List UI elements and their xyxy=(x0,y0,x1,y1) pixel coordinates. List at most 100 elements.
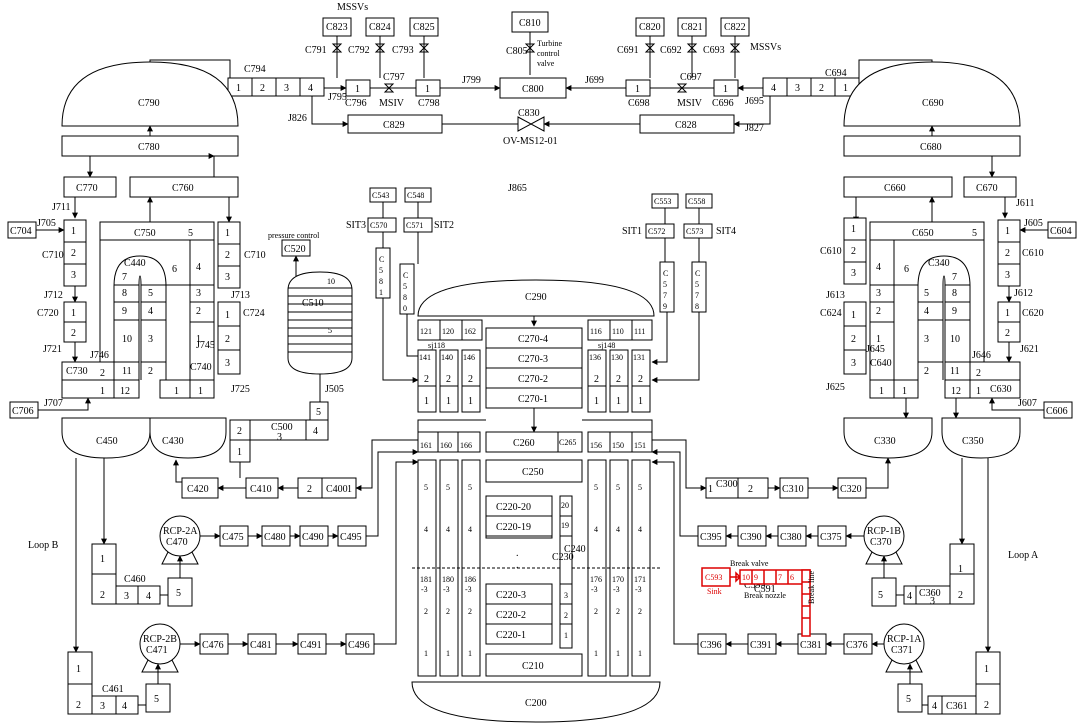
label-1-6: 1 xyxy=(723,84,728,95)
label-1-9: 1 xyxy=(196,334,201,345)
label-1-19: 1 xyxy=(379,288,383,297)
label-5-12: 5 xyxy=(446,483,450,492)
label-7-4: 7 xyxy=(952,272,957,283)
label-c320: C320 xyxy=(840,484,862,495)
label-sit2: SIT2 xyxy=(434,220,454,231)
label-4-9: 4 xyxy=(446,525,450,534)
label-1-31: 1 xyxy=(638,649,642,658)
label-8: 8 xyxy=(122,288,127,299)
label-c724: C724 xyxy=(243,308,265,319)
label-c805: C805 xyxy=(506,46,528,57)
label-j799: J799 xyxy=(462,75,481,86)
label-5-15: 5 xyxy=(616,483,620,492)
label-c461: C461 xyxy=(102,684,124,695)
label-1-34: 1 xyxy=(851,310,856,321)
label-c270-3: C270-3 xyxy=(518,354,548,365)
label-c220-1: C220-1 xyxy=(496,630,526,641)
label-j613: J613 xyxy=(826,290,845,301)
node-31 xyxy=(975,651,1001,715)
label-5-10: 5 xyxy=(695,280,699,289)
node-12 xyxy=(439,349,459,413)
label-c491: C491 xyxy=(300,640,322,651)
label-c330: C330 xyxy=(874,436,896,447)
label-c220-2: C220-2 xyxy=(496,610,526,621)
node-16 xyxy=(631,349,651,413)
label-8-5: 8 xyxy=(952,288,957,299)
label-6: 6 xyxy=(172,264,177,275)
label-c822: C822 xyxy=(724,22,746,33)
label-2-30: 2 xyxy=(876,306,881,317)
label-1-21: 1 xyxy=(446,396,451,407)
label-c475: C475 xyxy=(222,532,244,543)
label-c548: C548 xyxy=(407,191,424,200)
label-c824: C824 xyxy=(369,22,391,33)
label-5-19: 5 xyxy=(878,590,883,601)
label-c553: C553 xyxy=(654,197,671,206)
node-9 xyxy=(417,319,483,341)
label-171: 171 xyxy=(634,575,646,584)
label-1-33: 1 xyxy=(851,224,856,235)
label-c825: C825 xyxy=(413,22,435,33)
label-mssvs-left: MSSVs xyxy=(337,2,368,13)
node-c680 xyxy=(843,135,1021,157)
label-c690: C690 xyxy=(922,98,944,109)
label-1-28: 1 xyxy=(468,649,472,658)
node-c624 xyxy=(843,301,867,375)
label-180: 180 xyxy=(442,575,454,584)
label-1-11: 1 xyxy=(225,310,230,321)
label-5-8: 5 xyxy=(403,282,407,291)
node-c350 xyxy=(941,417,1021,459)
label-c270-1: C270-1 xyxy=(518,394,548,405)
label-136: 136 xyxy=(589,353,601,362)
label-c692: C692 xyxy=(660,45,682,56)
label-c780: C780 xyxy=(138,142,160,153)
label-2-20: 2 xyxy=(424,607,428,616)
label-c-2: C xyxy=(403,271,408,280)
label-5-3: 5 xyxy=(328,326,332,335)
label-c450: C450 xyxy=(96,436,118,447)
label-c395: C395 xyxy=(700,532,722,543)
label-3: -3 xyxy=(421,585,428,594)
label-1-7: 1 xyxy=(71,226,76,237)
label-2-7: 2 xyxy=(225,250,230,261)
label-3-7: 3 xyxy=(225,272,230,283)
label-c400: C400 xyxy=(326,484,348,495)
label-j795: J795 xyxy=(328,92,347,103)
label-c791: C791 xyxy=(305,45,327,56)
label-c340: C340 xyxy=(928,258,950,269)
label-c630: C630 xyxy=(990,384,1012,395)
node-15 xyxy=(609,349,629,413)
label-1-5: 1 xyxy=(635,84,640,95)
label-turbine-valve-3: valve xyxy=(537,59,555,68)
label-break-valve: Break valve xyxy=(730,559,769,568)
label-c823: C823 xyxy=(326,22,348,33)
label-8-3: 8 xyxy=(403,293,407,302)
label-1-10: 1 xyxy=(225,228,230,239)
label-c740: C740 xyxy=(190,362,212,373)
label-5-5: 5 xyxy=(176,588,181,599)
label-c496: C496 xyxy=(348,640,370,651)
label-1: 1 xyxy=(236,83,241,94)
label-j625: J625 xyxy=(826,382,845,393)
label-186: 186 xyxy=(464,575,476,584)
label-c270-2: C270-2 xyxy=(518,374,548,385)
label-c490: C490 xyxy=(302,532,324,543)
label-c420: C420 xyxy=(187,484,209,495)
label-c460: C460 xyxy=(124,574,146,585)
node-c500 xyxy=(229,419,329,441)
node-c690 xyxy=(843,61,1021,127)
node-17 xyxy=(417,431,481,453)
label-c706: C706 xyxy=(12,406,34,417)
label-sink: Sink xyxy=(707,587,722,596)
label-c510: C510 xyxy=(302,298,324,309)
label-4-14: 4 xyxy=(876,262,881,273)
label-c610a: C610 xyxy=(820,246,842,257)
label-3-11: 3 xyxy=(100,701,105,712)
label-c573: C573 xyxy=(686,227,703,236)
label-j713: J713 xyxy=(231,290,250,301)
label-4-11: 4 xyxy=(594,525,598,534)
node-30 xyxy=(871,577,897,607)
label-1-32: 1 xyxy=(564,631,568,640)
